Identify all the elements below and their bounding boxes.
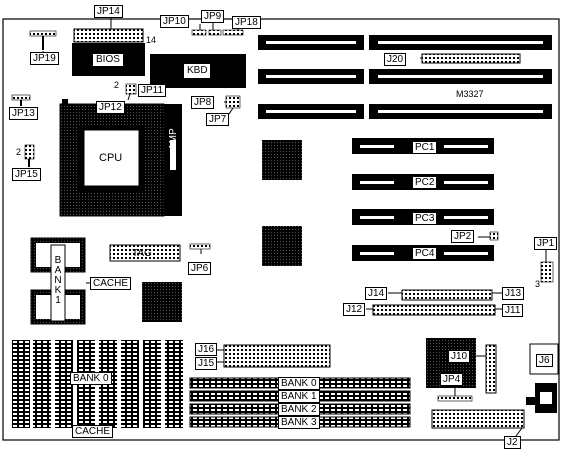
pin-3-jp1: 3 xyxy=(535,279,541,289)
label-jp9: JP9 xyxy=(201,10,225,23)
jp10-jumper xyxy=(191,29,207,36)
label-jp15: JP15 xyxy=(12,168,41,181)
label-cpu: CPU xyxy=(99,152,123,164)
label-jp4: JP4 xyxy=(440,373,464,386)
label-jp10: JP10 xyxy=(160,15,189,28)
label-pc3: PC3 xyxy=(412,212,438,225)
label-j14: J14 xyxy=(365,287,388,300)
label-jp1: JP1 xyxy=(534,237,558,250)
label-kbd: KBD xyxy=(187,65,208,76)
label-jp19: JP19 xyxy=(30,52,59,65)
jp4-jumper xyxy=(437,395,473,402)
label-j11: J11 xyxy=(502,304,524,317)
label-jp14: JP14 xyxy=(94,5,123,18)
chipset-chip xyxy=(262,140,302,180)
label-jp12: JP12 xyxy=(96,101,125,114)
label-cache-bottom: CACHE xyxy=(72,425,114,438)
label-pc4: PC4 xyxy=(412,247,438,260)
jp6-jumper xyxy=(189,243,211,250)
bank0-cache-array xyxy=(10,340,186,430)
label-amp: AMP xyxy=(168,128,179,150)
label-jp11: JP11 xyxy=(138,84,167,97)
j16-connector xyxy=(223,344,331,368)
j10-header xyxy=(485,344,497,394)
jp2-jumper xyxy=(489,231,499,241)
jp14-header xyxy=(73,28,144,43)
jp1-jumper xyxy=(540,261,554,283)
label-simm-bank3: BANK 3 xyxy=(278,416,320,429)
label-jp13: JP13 xyxy=(9,107,38,120)
pin-2-jp15: 2 xyxy=(16,147,22,157)
label-jp6: JP6 xyxy=(188,262,212,275)
pin-2-jp11: 2 xyxy=(114,80,120,90)
label-j6: J6 xyxy=(536,354,553,367)
jp9-jumper xyxy=(208,29,222,36)
jp19-jumper xyxy=(29,30,57,37)
label-simm-bank0: BANK 0 xyxy=(278,377,320,390)
j20-connector xyxy=(421,53,521,64)
j14-connector xyxy=(401,289,493,301)
label-cache-top: CACHE xyxy=(90,277,132,290)
jp11-jumper xyxy=(125,83,137,95)
label-j2: J2 xyxy=(504,436,521,449)
label-jp2: JP2 xyxy=(451,230,475,243)
chipset-chip xyxy=(142,282,182,322)
label-j15: J15 xyxy=(195,357,218,370)
label-j12: J12 xyxy=(343,303,366,316)
label-simm-bank2: BANK 2 xyxy=(278,403,320,416)
label-simm-bank1: BANK 1 xyxy=(278,390,320,403)
label-j20: J20 xyxy=(384,53,407,66)
j12-connector xyxy=(372,304,496,316)
jp18-jumper xyxy=(222,29,244,36)
label-bank1-cache: BANK1 xyxy=(54,255,62,306)
tag-chip xyxy=(109,244,181,262)
j2-connector xyxy=(431,409,525,429)
label-jp18: JP18 xyxy=(232,16,261,29)
chipset-chip xyxy=(262,226,302,266)
label-j13: J13 xyxy=(502,287,525,300)
label-jp7: JP7 xyxy=(206,113,230,126)
label-pc2: PC2 xyxy=(412,176,438,189)
pin-14-marker: 14 xyxy=(146,35,157,45)
label-bank0-cache: BANK 0 xyxy=(70,372,112,385)
label-tag: TAG xyxy=(132,248,152,259)
label-j16: J16 xyxy=(195,343,218,356)
jp15-jumper xyxy=(24,144,35,160)
label-pc1: PC1 xyxy=(412,141,438,154)
label-bios: BIOS xyxy=(96,54,120,65)
label-jp8: JP8 xyxy=(191,96,215,109)
jp13-jumper xyxy=(11,94,31,101)
j6-connector xyxy=(529,343,559,375)
label-j10: J10 xyxy=(448,350,471,363)
jp8-jumper xyxy=(225,95,241,109)
label-m3327: M3327 xyxy=(456,89,484,99)
